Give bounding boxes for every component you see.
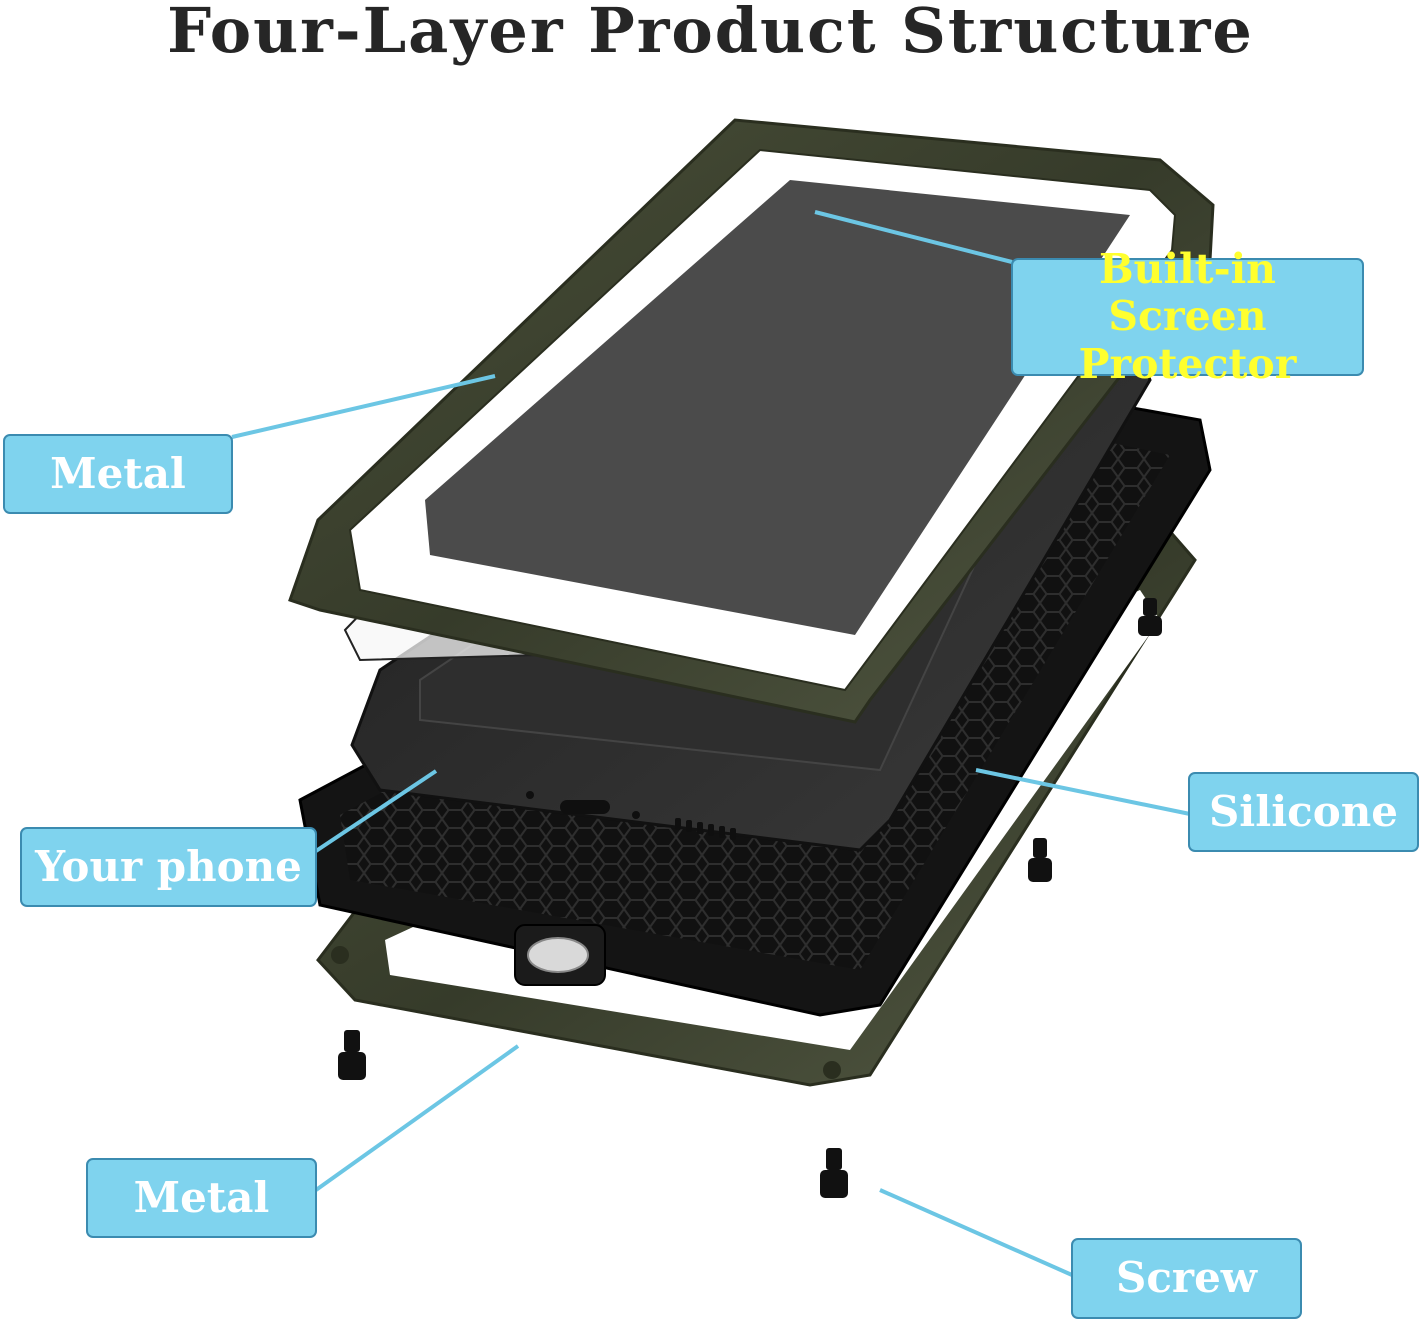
callout-metal-top: Metal (3, 434, 233, 514)
callout-your-phone: Your phone (20, 827, 317, 907)
callout-silicone: Silicone (1188, 772, 1419, 852)
callout-your-phone-text: Your phone (35, 841, 302, 891)
leader-line-metal-bottom (314, 1044, 520, 1192)
callout-screen-protector-line2: Protector (1078, 339, 1297, 388)
leader-line-your-phone (314, 769, 438, 853)
screw-icon (820, 1148, 848, 1198)
callout-screw: Screw (1071, 1238, 1302, 1319)
callout-screen-protector-line1: Built-in Screen (1099, 245, 1276, 341)
callout-metal-top-text: Metal (50, 448, 186, 498)
top-metal-frame (288, 118, 1215, 724)
leader-line-screw (879, 1188, 1073, 1277)
screw-icon (1138, 598, 1162, 636)
screw-icon (338, 1030, 366, 1080)
leader-line-metal-top (231, 374, 496, 439)
callout-silicone-text: Silicone (1208, 786, 1399, 836)
leader-lines (231, 210, 1191, 1277)
callout-screw-text: Screw (1116, 1253, 1257, 1303)
callout-metal-bottom-text: Metal (133, 1172, 270, 1222)
callout-screen-protector: Built-in Screen Protector (1011, 246, 1364, 387)
diagram-title: Four-Layer Product Structure (167, 0, 1254, 67)
leader-line-screen-protector (814, 210, 1013, 264)
leader-line-silicone (975, 768, 1191, 816)
screw-icon (1028, 838, 1052, 882)
callout-metal-bottom: Metal (86, 1158, 317, 1238)
